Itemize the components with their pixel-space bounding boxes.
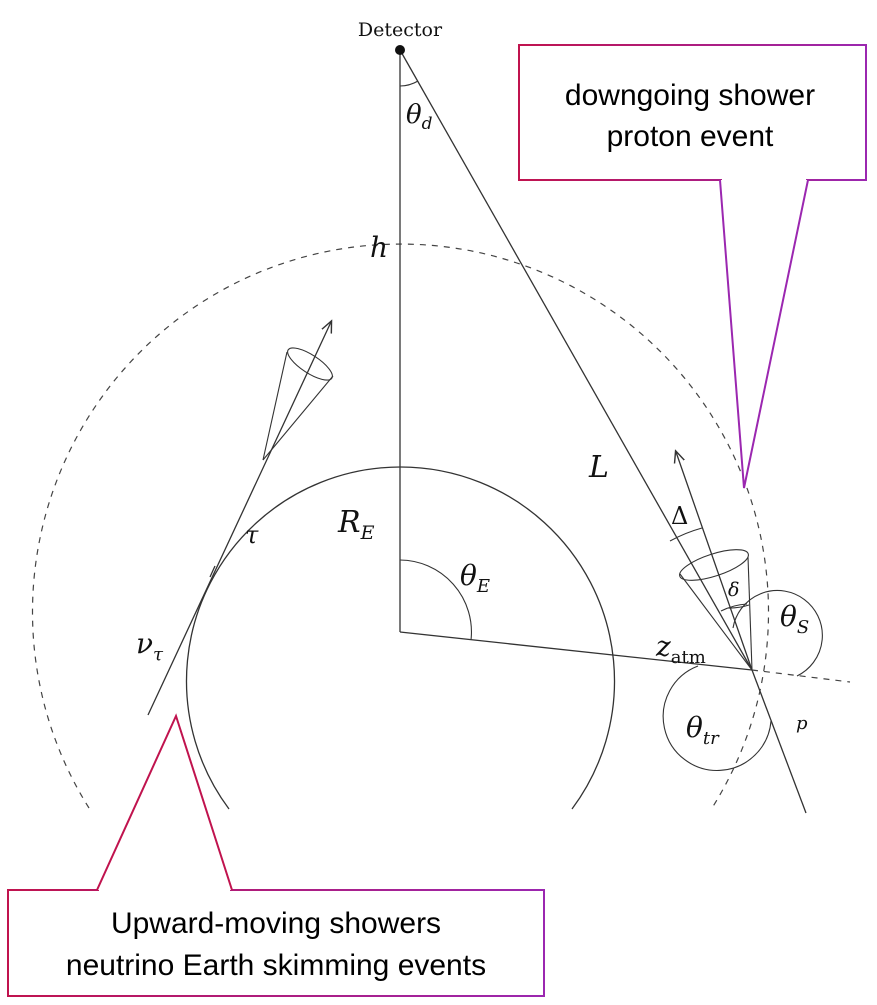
- upward-callout-line2: neutrino Earth skimming events: [66, 949, 486, 982]
- delta-arc: [720, 603, 748, 612]
- downgoing-callout-line2: proton event: [607, 120, 774, 153]
- tau-cone-ellipse: [287, 347, 333, 381]
- L-label: L: [588, 450, 609, 485]
- shower-cone-edge-left: [679, 573, 753, 671]
- theta-s-arc: [732, 589, 823, 677]
- tangent-extension: [751, 669, 851, 683]
- proton-track: [751, 669, 807, 814]
- big-delta-arc: [669, 527, 703, 542]
- radial-line-to-shower: [399, 631, 753, 671]
- tau-right-cone-edge: [262, 375, 334, 461]
- shower-cone-ellipse: [679, 549, 749, 581]
- theta-tr-label: θtr: [686, 711, 720, 749]
- tau-label: τ: [245, 521, 259, 549]
- detector-label: Detector: [358, 19, 443, 41]
- downgoing-callout-box: [518, 44, 867, 181]
- shower-cone-edge-right: [747, 556, 753, 671]
- z-atm-label: zatm: [655, 630, 706, 668]
- upward-callout-box: [7, 889, 545, 997]
- upward-callout: Upward-moving showers neutrino Earth ski…: [7, 713, 545, 997]
- p-label: p: [796, 713, 808, 734]
- tau-tick: [209, 565, 216, 578]
- shower-axis-arrow: [676, 452, 753, 671]
- tau-left-cone-edge: [262, 351, 288, 461]
- nu-tau-label: ντ: [136, 627, 164, 665]
- theta-d-arc: [399, 80, 419, 87]
- small-delta-label: δ: [728, 579, 739, 601]
- downgoing-callout-pointer: [719, 179, 809, 489]
- downgoing-callout: downgoing shower proton event: [518, 44, 867, 489]
- delta-small-arc: [727, 604, 750, 609]
- theta-d-label: θd: [406, 100, 433, 134]
- upward-callout-pointer: [96, 713, 233, 891]
- theta-s-label: θS: [780, 600, 809, 638]
- line-of-sight: [399, 49, 753, 671]
- theta-e-arc: [399, 559, 472, 641]
- detector-point: [395, 45, 405, 55]
- r-e-label: RE: [337, 505, 375, 544]
- downgoing-callout-line1: downgoing shower: [565, 79, 815, 112]
- upward-callout-line1: Upward-moving showers: [111, 907, 441, 940]
- theta-tr-arc: [662, 665, 772, 772]
- h-label: h: [370, 231, 388, 264]
- neutrino-track: [147, 322, 331, 716]
- theta-e-label: θE: [460, 559, 490, 597]
- big-delta-label: Δ: [671, 502, 688, 530]
